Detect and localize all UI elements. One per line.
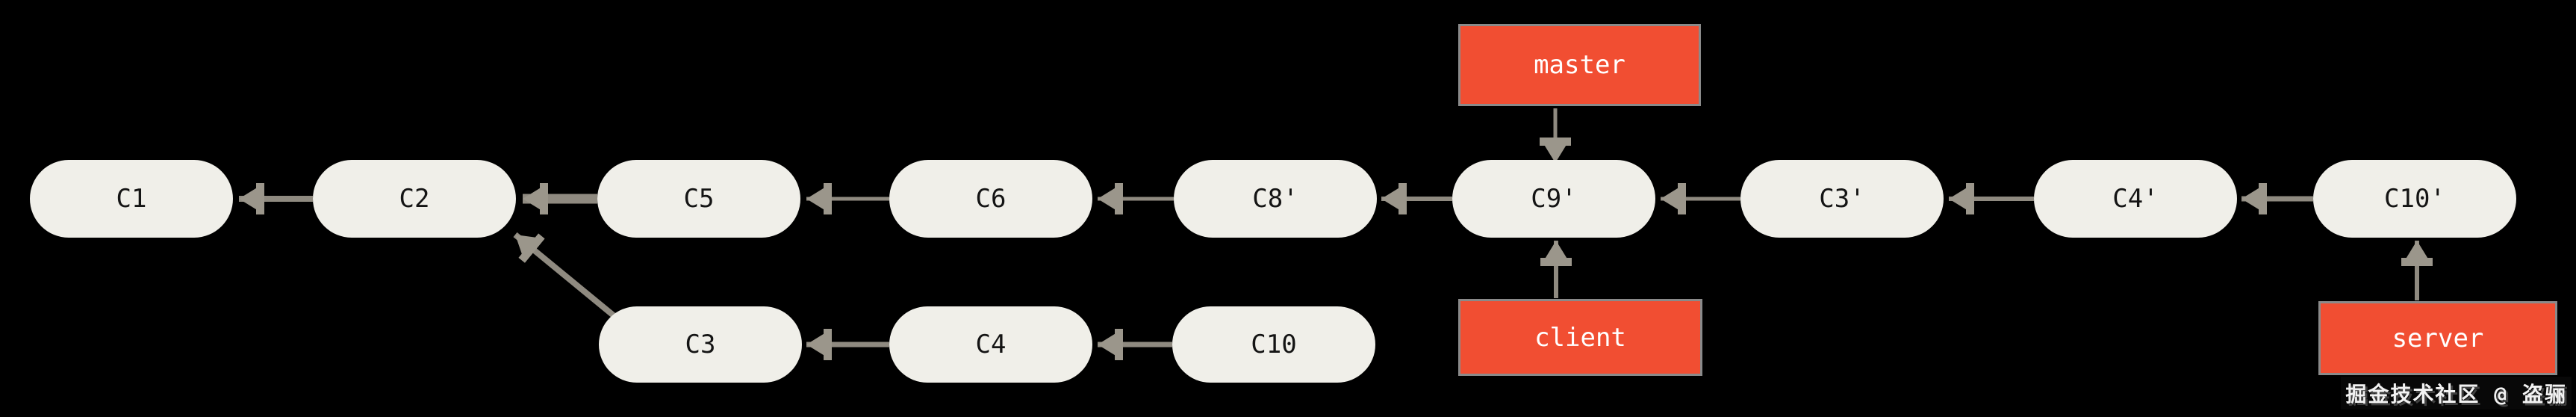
commit-node-c9-prime: C9' [1452, 160, 1655, 238]
commit-node-c5: C5 [597, 160, 800, 238]
commit-label: C4' [2112, 184, 2159, 214]
branch-name: client [1534, 322, 1626, 353]
commit-label: C1 [116, 184, 147, 214]
commit-node-c8-prime: C8' [1174, 160, 1377, 238]
commit-node-c2: C2 [313, 160, 516, 238]
arrow-c3-to-c2 [513, 232, 617, 320]
branch-name: master [1534, 50, 1625, 80]
branch-label-master: master [1458, 24, 1701, 106]
commit-label: C3' [1819, 184, 1865, 214]
commit-node-c1: C1 [30, 160, 233, 238]
branch-label-server: server [2318, 301, 2557, 375]
commit-label: C10' [2384, 184, 2445, 214]
commit-label: C6 [975, 184, 1007, 214]
commit-node-c4-prime: C4' [2034, 160, 2237, 238]
commit-label: C5 [683, 184, 715, 214]
commit-label: C10 [1251, 330, 1297, 359]
commit-node-c3-prime: C3' [1740, 160, 1944, 238]
branch-label-client: client [1458, 299, 1702, 376]
commit-label: C4 [975, 330, 1007, 359]
commit-node-c10: C10 [1172, 306, 1375, 383]
commit-label: C8' [1252, 184, 1298, 214]
branch-name: server [2392, 323, 2484, 353]
commit-node-c4: C4 [889, 306, 1092, 383]
commit-node-c3: C3 [599, 306, 802, 383]
commit-label: C3 [685, 330, 716, 359]
commit-label: C2 [399, 184, 430, 214]
commit-label: C9' [1531, 184, 1577, 214]
watermark: 掘金技术社区 @ 盗骊 [2341, 377, 2572, 410]
commit-node-c6: C6 [889, 160, 1092, 238]
commit-node-c10-prime: C10' [2313, 160, 2516, 238]
